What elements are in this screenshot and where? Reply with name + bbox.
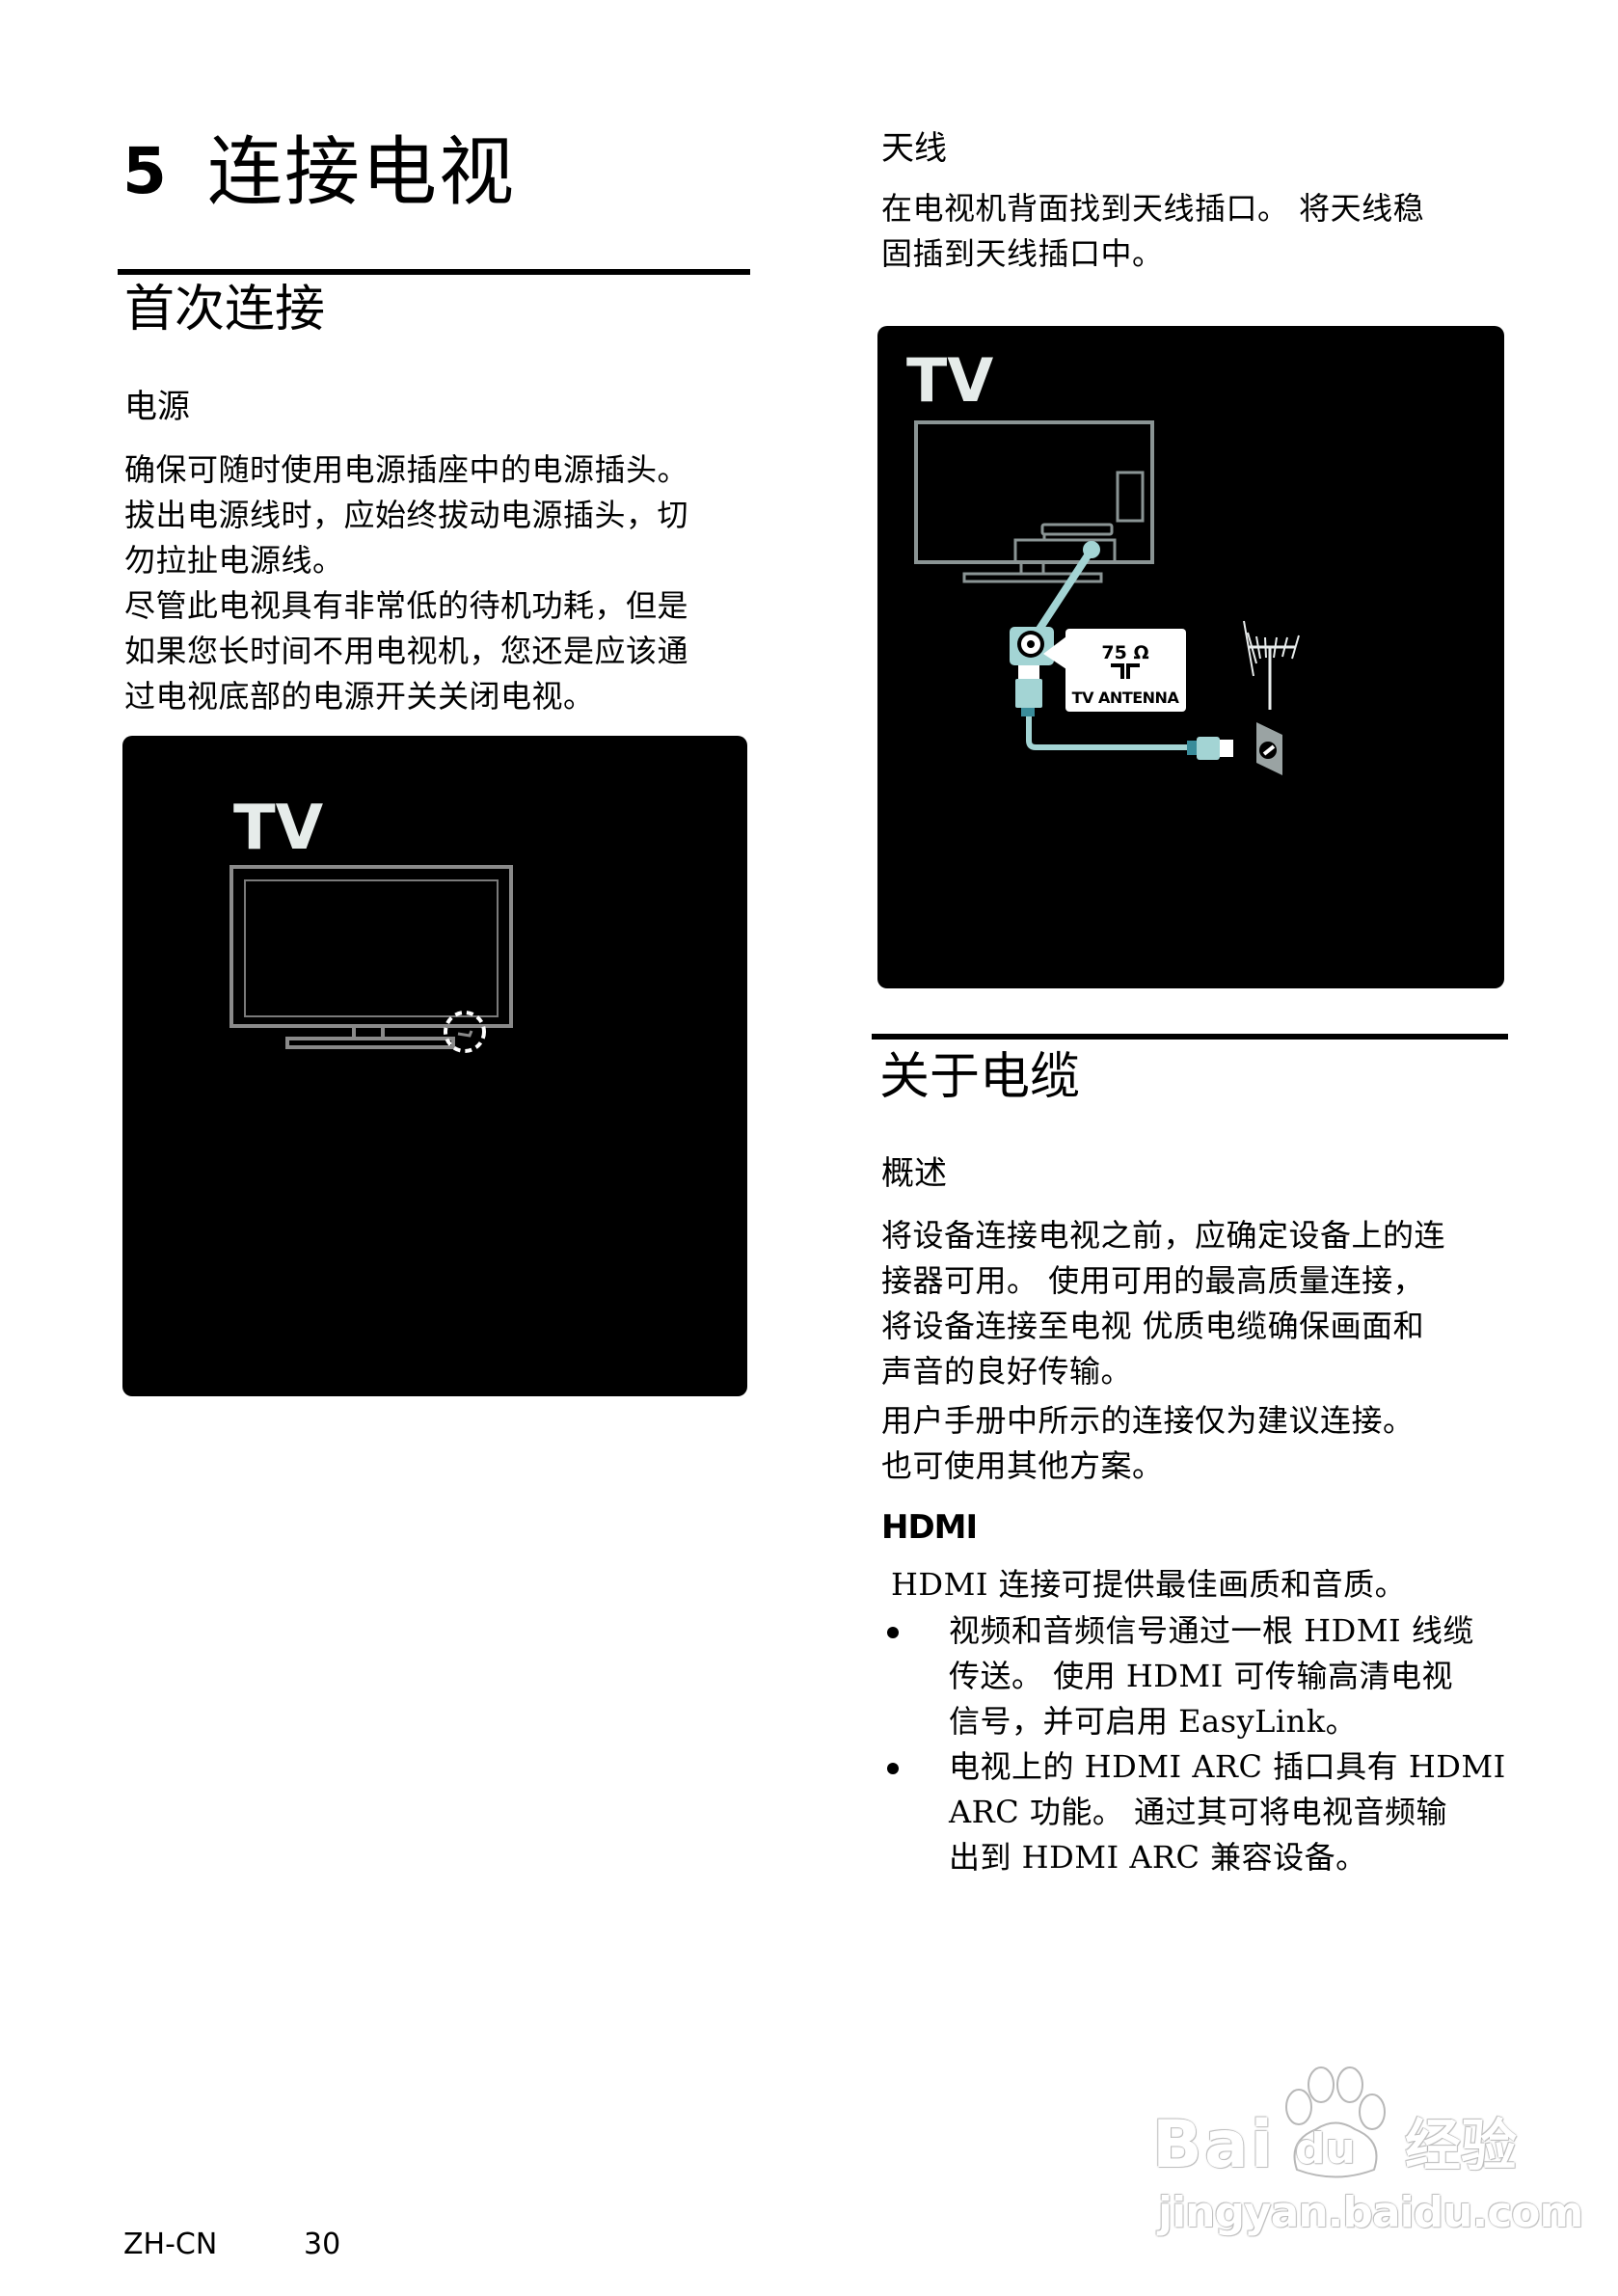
power-switch-highlight-icon (444, 1011, 486, 1053)
bullet-icon (887, 1763, 899, 1774)
baidu-watermark: Bai du 经验 jingyan.baidu.com (1152, 2054, 1583, 2247)
antenna-text: 在电视机背面找到天线插口。 将天线稳 固插到天线插口中。 (881, 186, 1518, 277)
hdmi-intro: HDMI 连接可提供最佳画质和音质。 (891, 1566, 1407, 1603)
hdmi-bullet-list: 视频和音频信号通过一根 HDMI 线缆 传送。 使用 HDMI 可传输高清电视 … (879, 1608, 1518, 1880)
bullet-line: 信号，并可启用 EasyLink。 (949, 1703, 1358, 1740)
watermark-url: jingyan.baidu.com (1158, 2188, 1583, 2237)
tv-stand-icon (962, 572, 1103, 583)
hdmi-heading: HDMI (881, 1508, 978, 1547)
antenna-callout (1065, 629, 1186, 712)
overview-note-line: 用户手册中所示的连接仅为建议连接。 (881, 1402, 1415, 1439)
bullet-line: 电视上的 HDMI ARC 插口具有 HDMI (949, 1748, 1506, 1785)
overview-note-line: 也可使用其他方案。 (881, 1447, 1164, 1484)
power-line: 勿拉扯电源线。 (124, 542, 344, 579)
paw-icon (1285, 2066, 1386, 2178)
bullet-line: 出到 HDMI ARC 兼容设备。 (949, 1839, 1367, 1876)
overview-line: 接器可用。 使用可用的最高质量连接， (881, 1262, 1425, 1299)
tv-back-frame-icon (914, 420, 1154, 564)
watermark-brand-paw: du (1295, 2124, 1356, 2174)
antenna-heading: 天线 (881, 129, 947, 168)
overview-line: 将设备连接至电视 优质电缆确保画面和 (881, 1308, 1425, 1344)
bullet-line: ARC 功能。 通过其可将电视音频输 (949, 1794, 1448, 1830)
tv-label: TV (906, 345, 993, 416)
tv-frame-icon (229, 865, 513, 1028)
overview-line: 声音的良好传输。 (881, 1353, 1133, 1390)
power-line: 确保可随时使用电源插座中的电源插头。 (124, 451, 689, 488)
wall-plug-icon (1197, 737, 1220, 760)
hdmi-bullet-item: 电视上的 HDMI ARC 插口具有 HDMI ARC 功能。 通过其可将电视音… (879, 1744, 1518, 1880)
hdmi-bullets: 视频和音频信号通过一根 HDMI 线缆 传送。 使用 HDMI 可传输高清电视 … (879, 1608, 1518, 1880)
section-divider-right (872, 1034, 1508, 1040)
power-line: 过电视底部的电源开关关闭电视。 (124, 678, 595, 715)
tv-antenna-illustration: TV 75 Ω TV ANTENNA (906, 345, 1300, 775)
bullet-icon (887, 1627, 899, 1638)
footer-page-number: 30 (304, 2228, 341, 2261)
power-heading: 电源 (124, 388, 190, 426)
footer-language: ZH-CN (123, 2228, 218, 2261)
overview-note: 用户手册中所示的连接仅为建议连接。 也可使用其他方案。 (881, 1398, 1518, 1489)
antenna-diagram: TV 75 Ω TV ANTENNA (877, 326, 1504, 988)
tv-label: TV (233, 793, 324, 864)
bullet-line: 视频和音频信号通过一根 HDMI 线缆 (949, 1612, 1474, 1649)
power-line: 如果您长时间不用电视机，您还是应该通 (124, 633, 689, 669)
impedance-label: 75 Ω (1101, 642, 1148, 663)
antenna-line: 固插到天线插口中。 (881, 235, 1164, 272)
power-line: 尽管此电视具有非常低的待机功耗，但是 (124, 587, 689, 624)
hdmi-bullet-item: 视频和音频信号通过一根 HDMI 线缆 传送。 使用 HDMI 可传输高清电视 … (879, 1608, 1518, 1744)
overview-line: 将设备连接电视之前，应确定设备上的连 (881, 1217, 1446, 1254)
power-line: 拔出电源线时，应始终拔动电源插头，切 (124, 497, 689, 533)
side-panel-icon (1116, 471, 1145, 523)
coax-plug-icon (1015, 679, 1042, 708)
section-title-about-cables: 关于电缆 (879, 1048, 1081, 1106)
watermark-brand-left: Bai (1152, 2107, 1276, 2183)
tv-front-illustration: TV (229, 793, 513, 1053)
bullet-line: 传送。 使用 HDMI 可传输高清电视 (949, 1658, 1453, 1694)
power-text: 确保可随时使用电源插座中的电源插头。 拔出电源线时，应始终拔动电源插头，切 勿拉… (124, 447, 761, 719)
overview-heading: 概述 (881, 1154, 947, 1193)
antenna-line: 在电视机背面找到天线插口。 将天线稳 (881, 190, 1425, 227)
connector-bar-icon (1040, 523, 1114, 536)
power-switch-icon (457, 1030, 473, 1038)
chapter-title: 连接电视 (207, 129, 517, 216)
chapter-number: 5 (122, 134, 167, 208)
tv-stand-icon (285, 1037, 455, 1049)
watermark-brand-right: 经验 (1405, 2113, 1518, 2178)
coax-symbol-icon (1111, 663, 1140, 679)
section-divider-left (118, 269, 750, 275)
section-title-first-connection: 首次连接 (124, 281, 326, 338)
overview-text: 将设备连接电视之前，应确定设备上的连 接器可用。 使用可用的最高质量连接， 将设… (881, 1213, 1518, 1394)
power-diagram: TV (122, 736, 747, 1396)
antenna-cable-icon (1026, 716, 1188, 750)
tv-antenna-label: TV ANTENNA (1072, 689, 1180, 707)
tv-screen-icon (244, 879, 499, 1017)
